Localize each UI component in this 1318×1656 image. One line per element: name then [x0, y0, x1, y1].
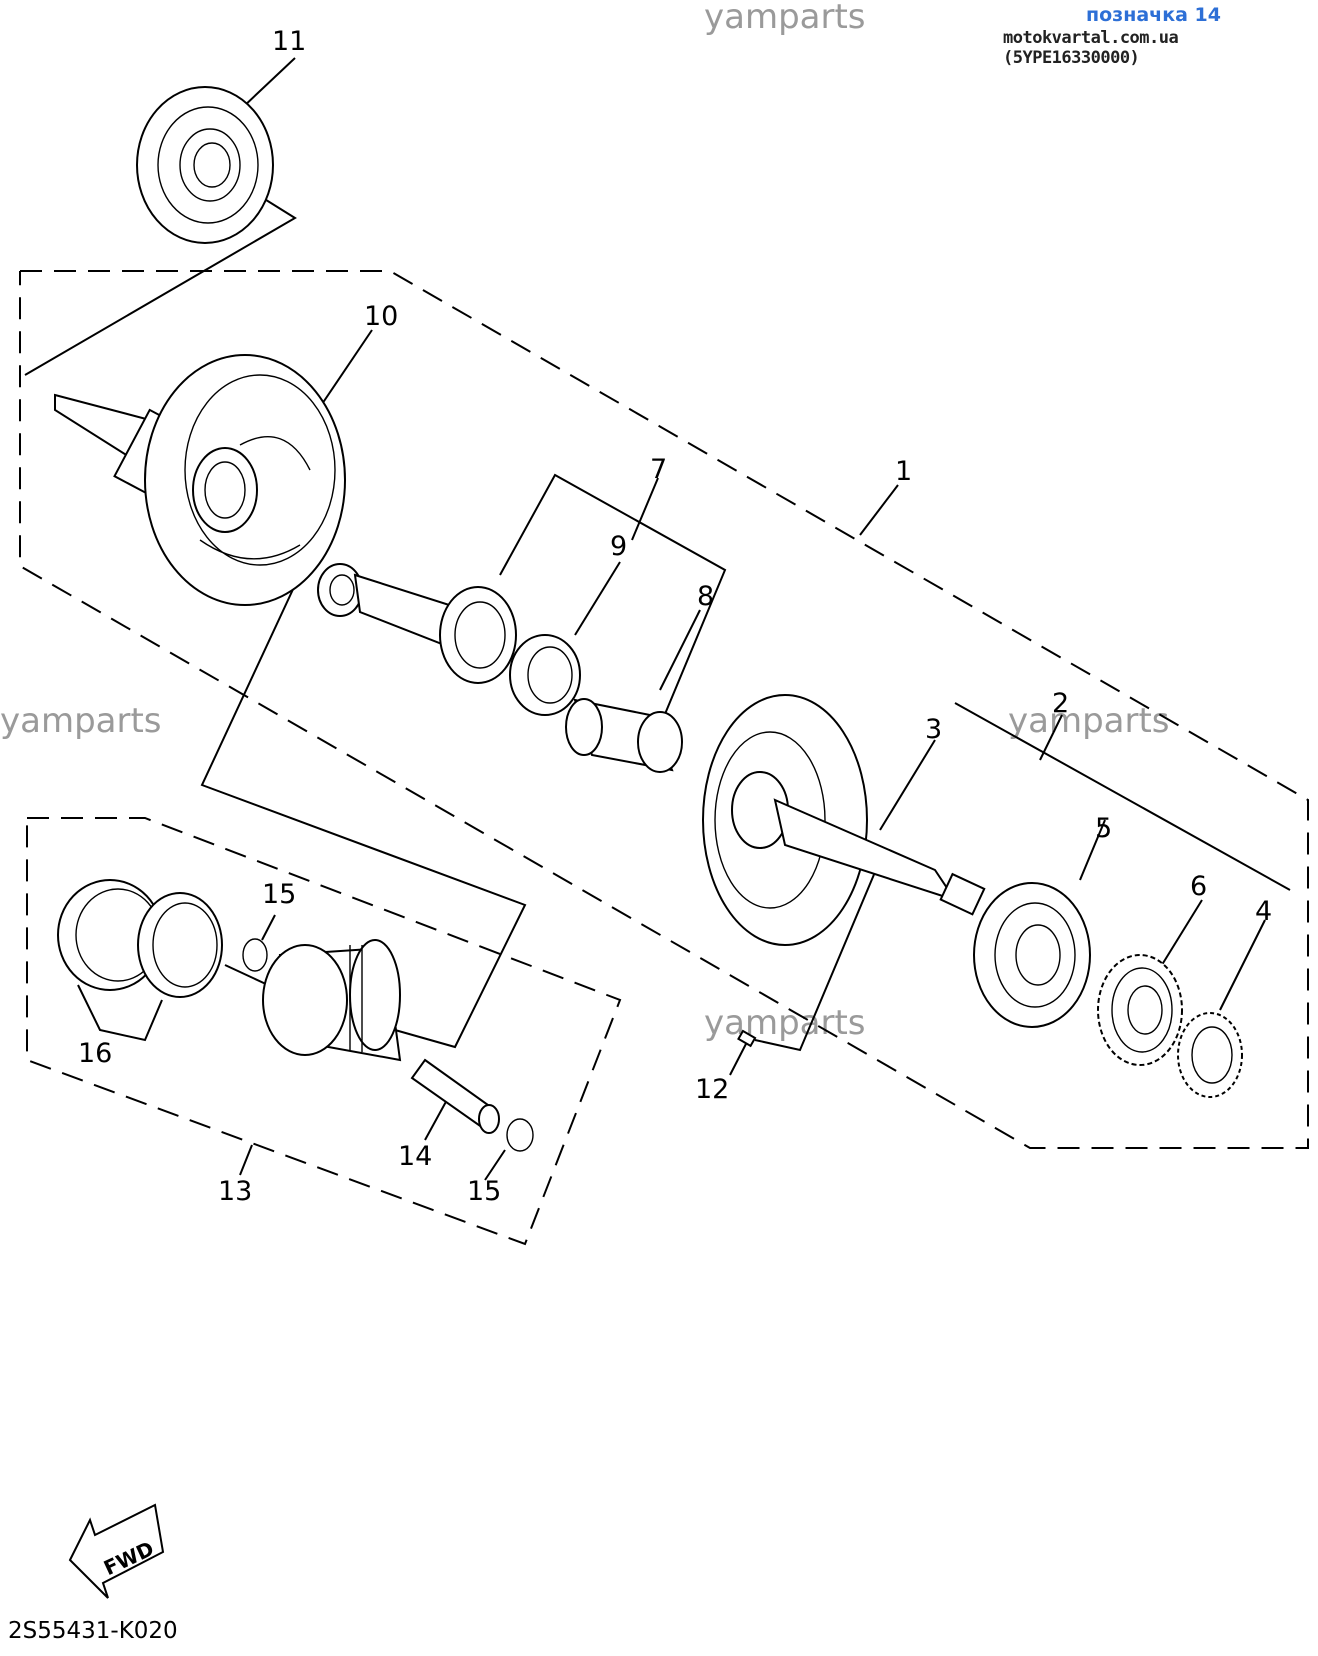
bearing-part-5 — [973, 882, 1091, 1028]
key-part-12 — [737, 1029, 757, 1048]
callout-5: 5 — [1095, 813, 1112, 844]
bracket-conrod-piston — [200, 584, 527, 1049]
piston-pin-part-14 — [410, 1058, 500, 1134]
watermark-left: yamparts — [0, 701, 162, 741]
leader-1 — [859, 484, 899, 536]
gear-part-4 — [1177, 1012, 1243, 1098]
leader-10 — [317, 329, 373, 411]
callout-9: 9 — [610, 531, 627, 562]
diagram-code: 2S55431-K020 — [8, 1618, 178, 1644]
leader-15-bottom — [484, 1149, 506, 1181]
leader-6 — [1159, 899, 1203, 969]
callout-15-bottom: 15 — [467, 1176, 501, 1207]
leader-2 — [1039, 714, 1063, 761]
crank-pin-part-8 — [565, 698, 683, 773]
leader-13 — [239, 1144, 253, 1176]
leader-piston-ring — [224, 964, 269, 986]
crank-half-part-3 — [702, 694, 986, 946]
needle-bearing-part-9 — [509, 634, 581, 716]
piston-clip-part-15-bottom — [506, 1118, 534, 1152]
leader-5 — [1079, 819, 1106, 881]
callout-11: 11 — [272, 26, 306, 57]
bracket-2 — [954, 702, 1291, 891]
header-site: motokvartal.com.ua (5YPE16330000) — [1003, 28, 1179, 68]
leader-4 — [1219, 919, 1266, 1011]
callout-1: 1 — [895, 456, 912, 487]
callout-7: 7 — [650, 454, 667, 485]
callout-10: 10 — [364, 301, 398, 332]
crank-half-part-10 — [54, 354, 346, 606]
leader-15-top — [261, 914, 276, 941]
leader-9 — [574, 561, 621, 636]
watermark-top: yamparts — [704, 0, 866, 37]
callout-12: 12 — [695, 1074, 729, 1105]
crankshaft-assembly-boundary — [19, 270, 1309, 1149]
gear-part-6 — [1097, 954, 1183, 1066]
callout-2: 2 — [1052, 688, 1069, 719]
callout-13: 13 — [218, 1176, 252, 1207]
bracket-11 — [241, 57, 296, 109]
callout-3: 3 — [925, 714, 942, 745]
callout-6: 6 — [1190, 871, 1207, 902]
leader-3 — [879, 739, 936, 831]
leader-12b — [729, 1039, 749, 1076]
piston — [262, 939, 402, 1062]
callout-16: 16 — [78, 1038, 112, 1069]
piston-rings-part-16 — [57, 879, 223, 998]
leader-12 — [754, 864, 879, 1052]
leader-8 — [659, 609, 701, 691]
callout-4: 4 — [1255, 896, 1272, 927]
bearing-part-11 — [136, 86, 274, 244]
connecting-rod-part-7 — [317, 563, 517, 684]
callout-8: 8 — [697, 581, 714, 612]
piston-clip-part-15-top — [242, 938, 268, 972]
piston-group-boundary — [26, 817, 622, 1246]
fwd-arrow-icon: FWD — [68, 1503, 165, 1599]
watermark-center: yamparts — [704, 1003, 866, 1043]
leader-14 — [424, 1097, 449, 1141]
callout-14: 14 — [398, 1141, 432, 1172]
bracket-16 — [77, 984, 163, 1042]
leader-7 — [631, 477, 659, 541]
watermark-right: yamparts — [1008, 701, 1170, 741]
callout-15-top: 15 — [262, 879, 296, 910]
header-label: позначка 14 — [1086, 4, 1221, 26]
